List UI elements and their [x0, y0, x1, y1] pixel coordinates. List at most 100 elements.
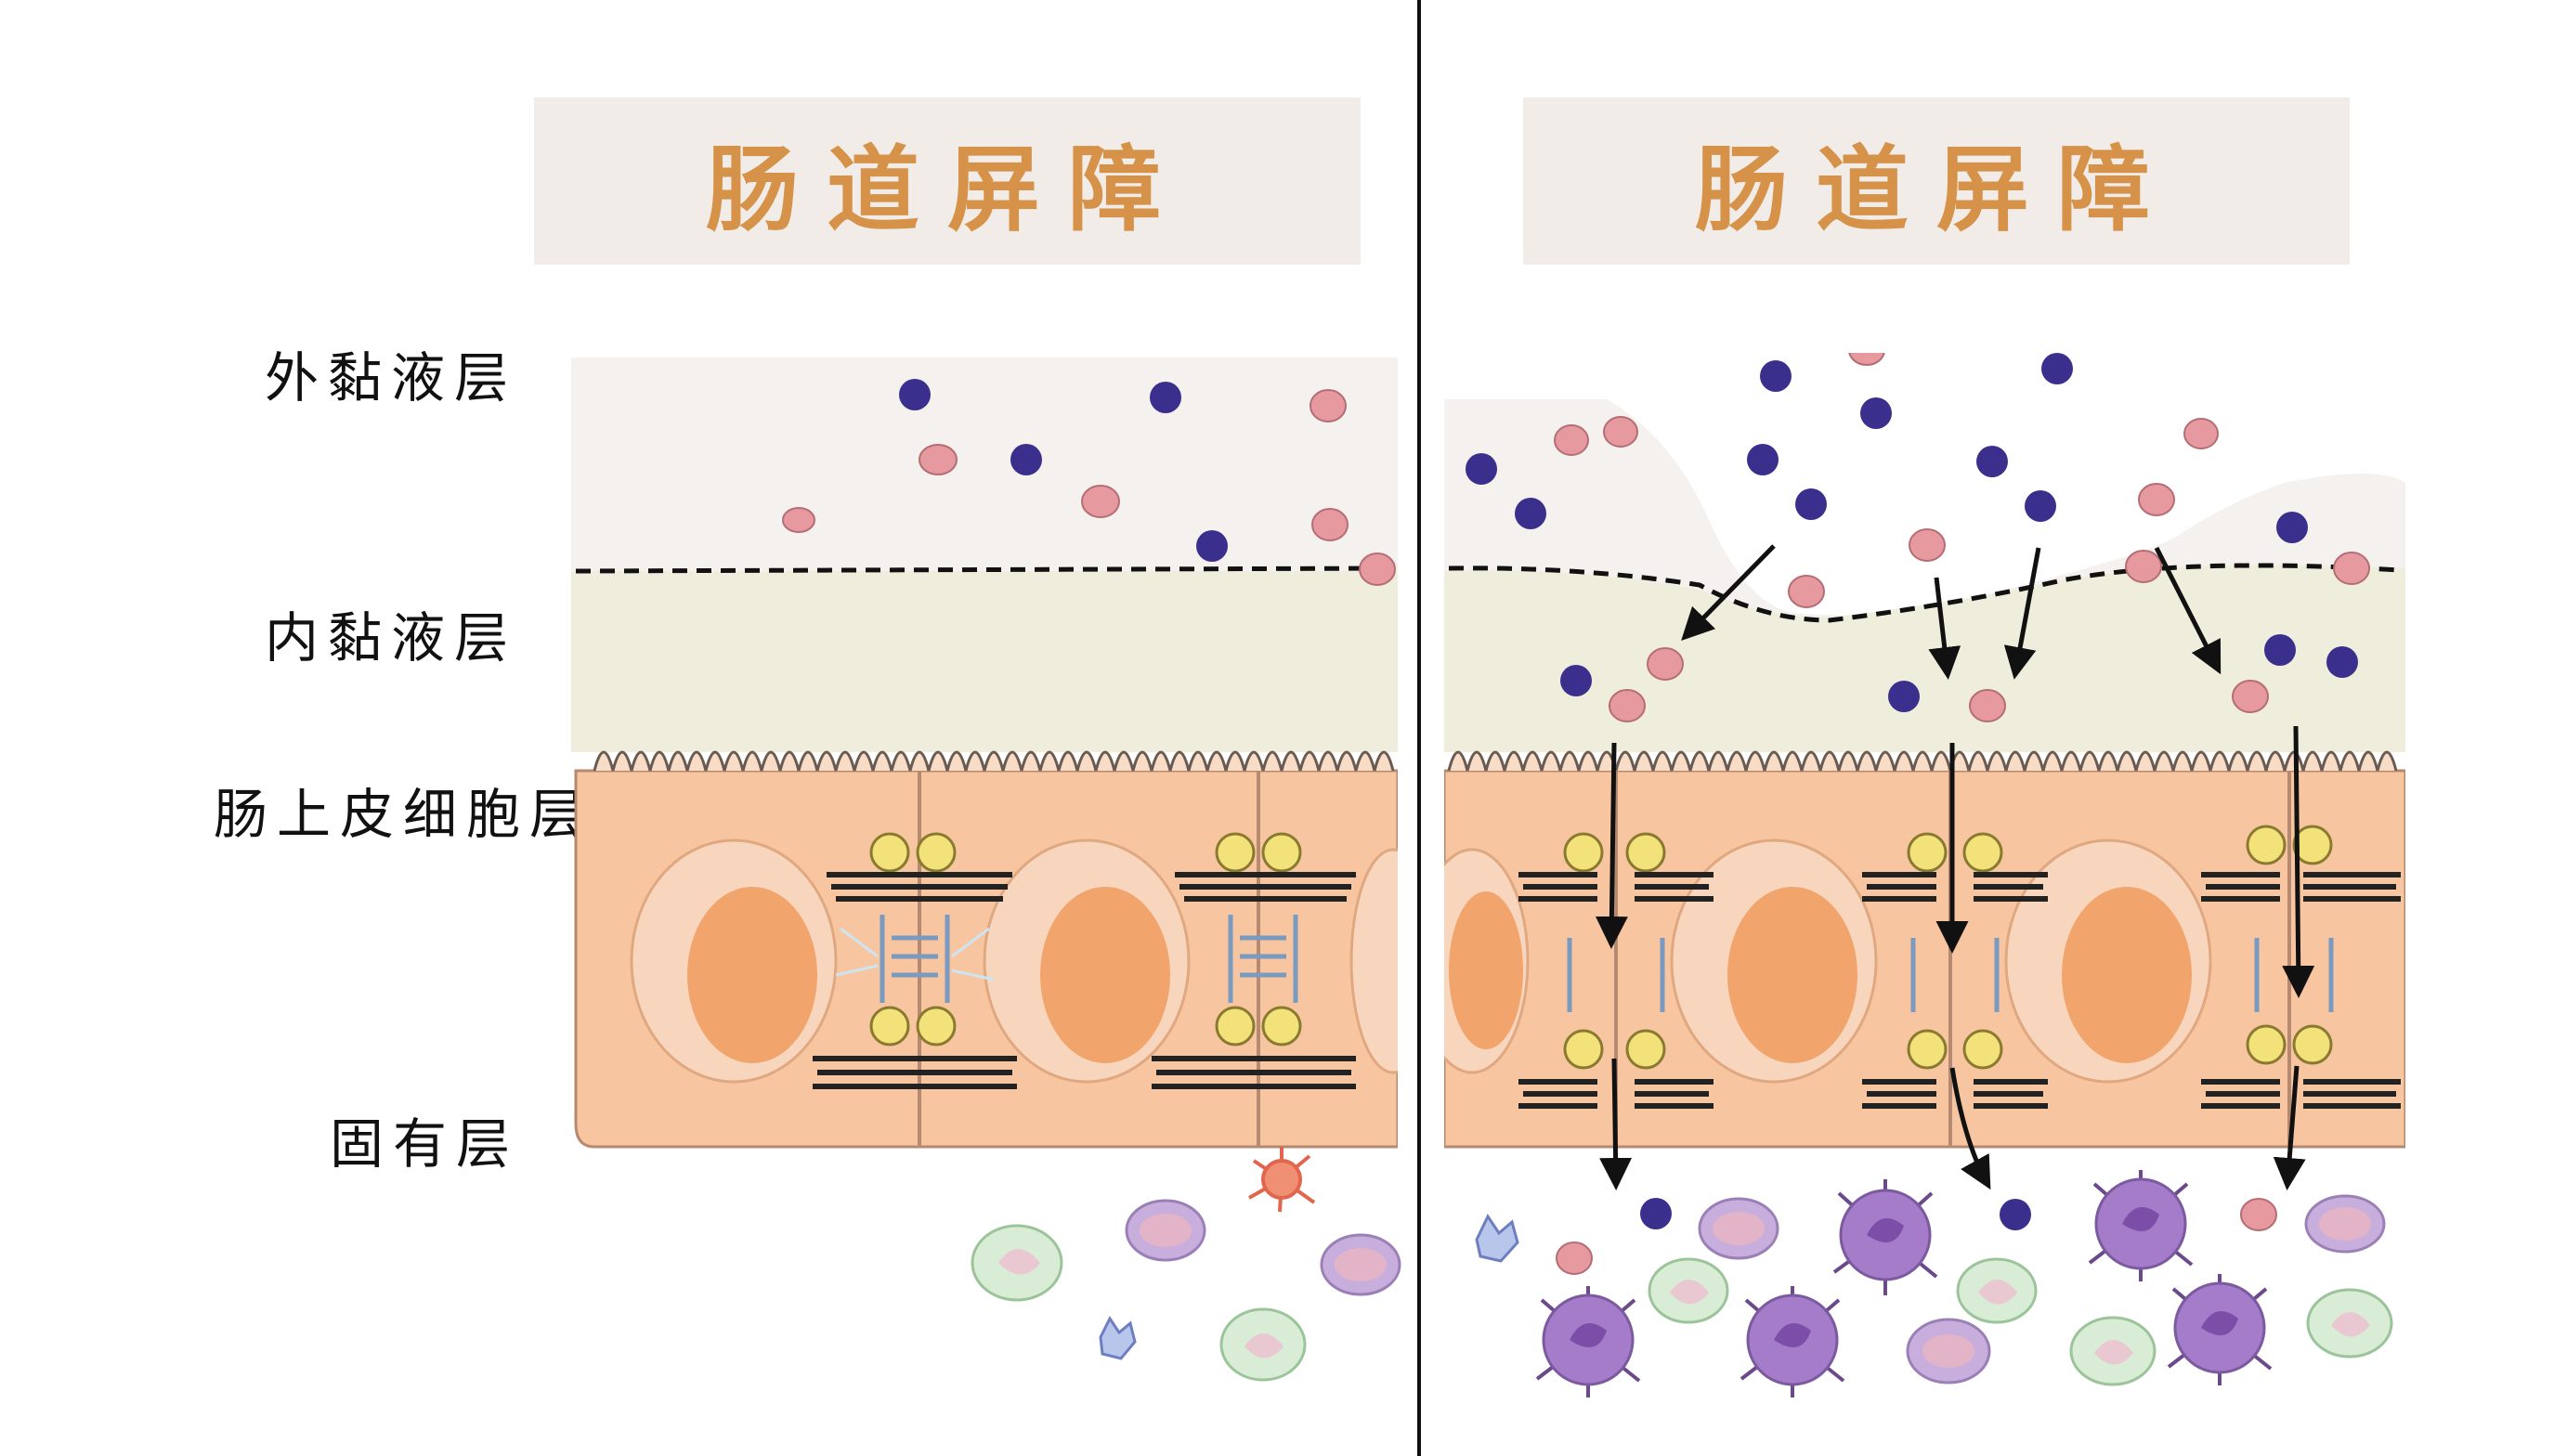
pink-bacterium	[1603, 416, 1638, 448]
activated-lymphocyte-icon	[2167, 1274, 2273, 1385]
purple-bacterium	[1640, 1198, 1672, 1229]
arrow-icon	[1949, 1067, 1991, 1190]
tight-junction-icon	[1261, 832, 1302, 873]
tight-junction-icon	[1625, 1029, 1666, 1070]
arrow-icon	[2154, 546, 2222, 675]
label-lamina-propria: 固有层	[330, 1112, 520, 1176]
left-immune-cells	[971, 1147, 1401, 1382]
tight-junction-icon	[2292, 825, 2333, 865]
right-panel-title-banner: 肠道屏障	[1523, 98, 2350, 265]
left-bacteria	[782, 379, 1396, 586]
tight-junction-icon	[1907, 1029, 1948, 1070]
right-mucus-boundary-line	[1448, 563, 2402, 623]
right-immune-cells	[1475, 1170, 2393, 1398]
arrow-icon	[1928, 577, 1961, 680]
activated-lymphocyte-icon	[1535, 1286, 1641, 1398]
right-panel-title: 肠道屏障	[1695, 135, 2178, 244]
purple-bacterium	[2264, 634, 2296, 666]
tight-junction-icon	[869, 1006, 910, 1046]
purple-bacterium	[2025, 490, 2056, 522]
tight-junction-icon	[916, 832, 957, 873]
pink-bacterium	[1848, 353, 1885, 366]
purple-bacterium	[1747, 444, 1779, 475]
pink-bacterium	[919, 444, 958, 475]
tight-junction-icon	[1962, 1029, 2003, 1070]
arrow-icon	[2273, 1065, 2306, 1190]
pink-bacterium	[2333, 552, 2370, 585]
pink-bacterium	[1609, 689, 1646, 722]
purple-bacterium	[1466, 453, 1497, 485]
pink-bacterium	[2183, 418, 2219, 449]
tight-junction-icon	[2246, 825, 2287, 865]
pink-bacterium	[1788, 575, 1825, 608]
purple-bacterium	[2276, 512, 2308, 543]
pink-bacterium	[1311, 508, 1349, 541]
right-lamina-arrows	[1599, 1058, 2306, 1190]
left-panel-illustration	[571, 358, 1398, 1149]
tight-junction-icon	[1625, 832, 1666, 873]
tight-junction-icon	[2246, 1024, 2287, 1065]
purple-bacterium	[1196, 530, 1228, 562]
macrophage-icon	[1475, 1213, 1519, 1263]
purple-bacterium	[1010, 444, 1042, 475]
pink-bacterium	[1310, 389, 1347, 422]
activated-lymphocyte-icon	[1832, 1179, 1938, 1295]
label-inner-mucus-layer: 内黏液层	[265, 606, 518, 670]
activated-lymphocyte-icon	[1740, 1286, 1845, 1398]
tight-junction-icon	[1962, 832, 2003, 873]
purple-bacterium	[1976, 446, 2008, 477]
right-microvilli	[1447, 750, 2398, 772]
arrow-icon	[2282, 725, 2315, 998]
left-outer-mucus-layer	[571, 358, 1398, 571]
purple-bacterium	[1860, 397, 1892, 429]
tight-junction-icon	[869, 832, 910, 873]
tight-junction-icon	[1215, 832, 1256, 873]
purple-bacterium	[1795, 488, 1827, 520]
tight-junction-icon	[916, 1006, 957, 1046]
macrophage-icon	[1099, 1316, 1137, 1360]
right-translocation-arrows	[1595, 544, 2315, 998]
purple-bacterium	[2000, 1199, 2031, 1230]
pink-bacterium	[1909, 528, 1946, 562]
arrow-icon	[2003, 547, 2041, 680]
purple-bacterium	[1560, 665, 1592, 696]
pink-bacterium	[1647, 647, 1684, 681]
left-inner-mucus-layer	[571, 571, 1398, 752]
pink-bacterium	[1359, 552, 1396, 586]
right-junction-2	[1862, 832, 2048, 1109]
panel-divider	[1417, 0, 1421, 1456]
purple-bacterium	[2326, 646, 2358, 678]
pink-bacterium	[1081, 485, 1120, 518]
dendritic-cell-icon	[1248, 1147, 1316, 1213]
tight-junction-icon	[1907, 832, 1948, 873]
purple-bacterium	[2041, 353, 2073, 384]
pink-bacterium	[1969, 689, 2006, 722]
left-epithelial-layer	[574, 750, 1398, 1149]
arrow-icon	[1595, 742, 1628, 949]
purple-bacterium	[1888, 681, 1920, 712]
pink-bacterium	[782, 507, 815, 533]
left-mucus-boundary-line	[575, 566, 1394, 574]
pink-bacterium	[2240, 1198, 2277, 1231]
right-bacteria	[1466, 353, 2370, 722]
arrow-icon	[1599, 1058, 1633, 1190]
label-outer-mucus-layer: 外黏液层	[265, 346, 518, 410]
left-microvilli	[593, 750, 1395, 772]
pink-bacterium	[2125, 550, 2162, 583]
label-epithelial-cell-layer: 肠上皮细胞层	[214, 783, 593, 846]
pink-bacterium	[1556, 1242, 1593, 1275]
tight-junction-icon	[2292, 1024, 2333, 1065]
tight-junction-icon	[1261, 1006, 1302, 1046]
purple-bacterium	[1760, 360, 1792, 392]
left-junction-2	[1152, 832, 1356, 1089]
purple-bacterium	[1515, 498, 1546, 529]
right-panel-illustration	[1444, 353, 2405, 1149]
right-junction-3	[2201, 825, 2401, 1109]
left-panel-title: 肠道屏障	[706, 135, 1189, 244]
purple-bacterium	[1150, 382, 1181, 413]
activated-lymphocyte-icon	[2088, 1170, 2194, 1281]
tight-junction-icon	[1215, 1006, 1256, 1046]
right-inner-mucus-layer	[1444, 565, 2405, 752]
purple-bacterium	[899, 379, 931, 410]
